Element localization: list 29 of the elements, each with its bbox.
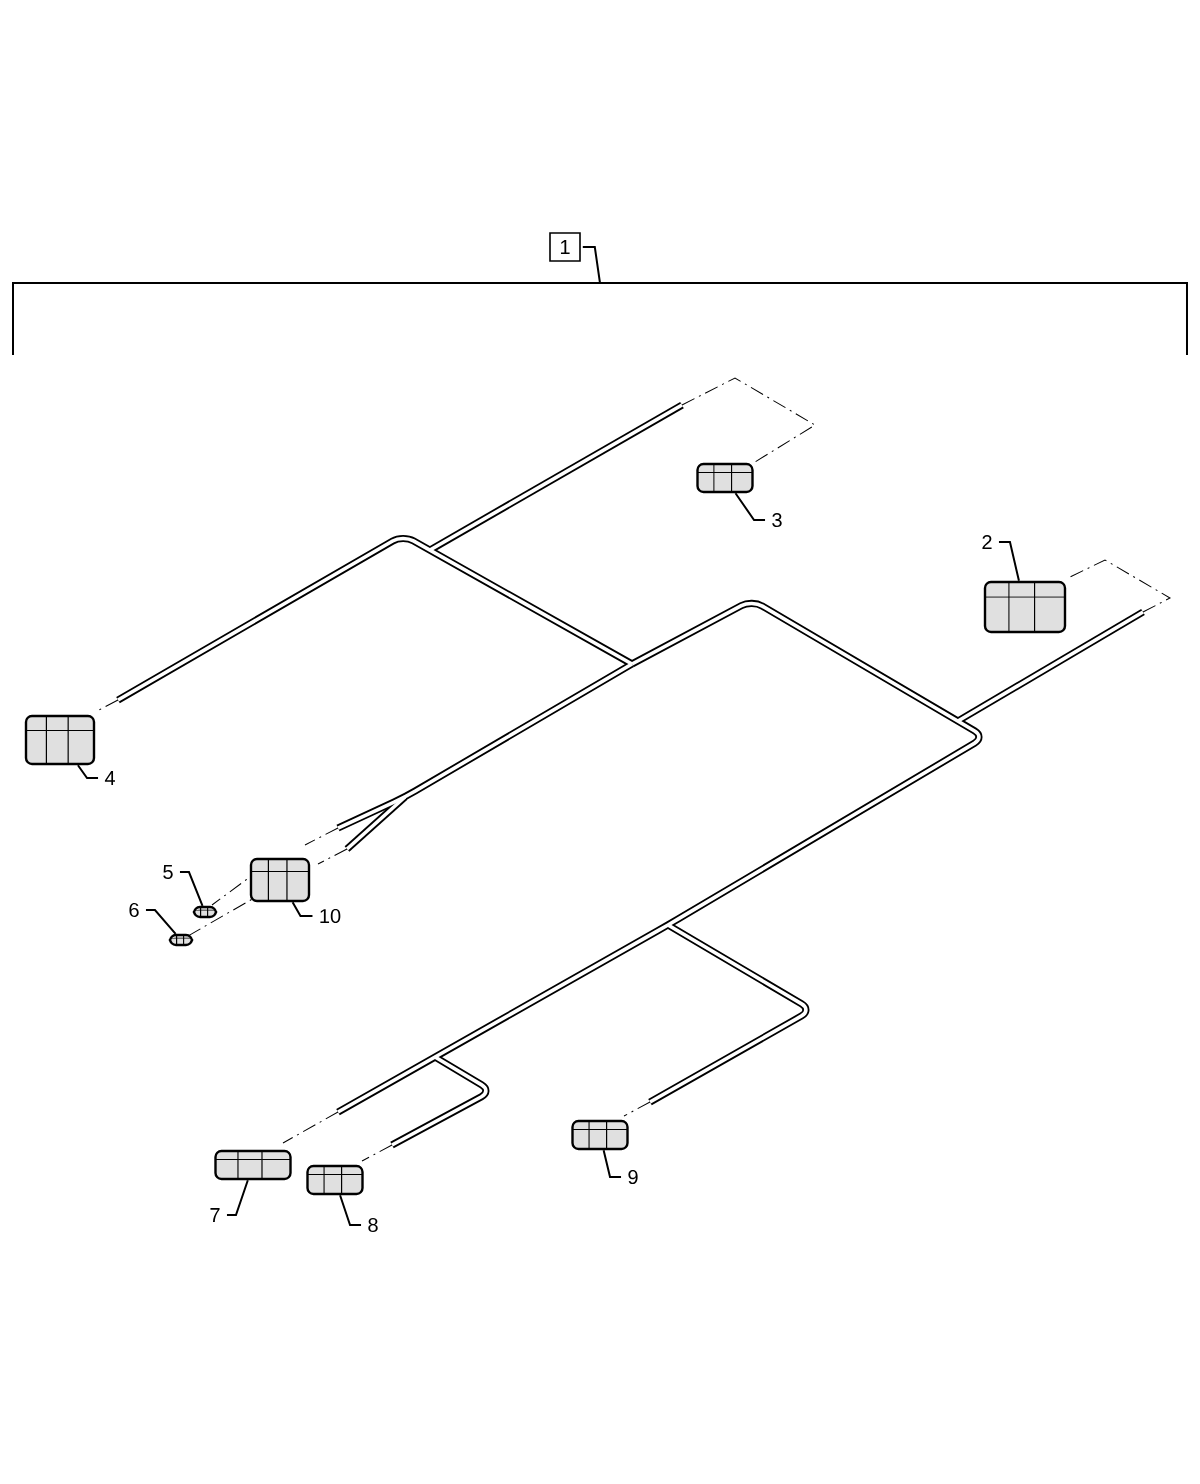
callout-number: 3 [772,512,782,528]
connector-drawing [306,1164,364,1196]
connector-drawing [983,580,1067,634]
callout-number: 5 [163,865,173,879]
callout-number: 10 [320,908,341,924]
connector-drawing [571,1119,629,1151]
leader-line [734,492,767,521]
connector-drawing [168,933,194,947]
callout-number: 9 [628,1169,638,1185]
connector-drawing [24,714,96,766]
callout-number: 8 [368,1217,378,1233]
callout-number: 4 [104,771,115,785]
callout-number: 2 [982,535,992,549]
leader-line [339,1194,363,1226]
leader-line [291,901,314,917]
connector-drawing [696,462,754,494]
leader-line [144,909,177,935]
connector-drawing [192,905,218,919]
leader-line [225,1179,249,1216]
connector-drawing [214,1149,292,1181]
leader-line [997,541,1020,582]
leader-line [581,246,601,284]
callout-number: 7 [210,1208,220,1222]
leader-line [178,871,204,907]
callout-number: 1 [549,232,581,262]
connector-drawing [249,857,311,903]
leader-line [602,1149,623,1178]
leader-line [76,764,100,779]
callout-number: 6 [129,902,139,918]
